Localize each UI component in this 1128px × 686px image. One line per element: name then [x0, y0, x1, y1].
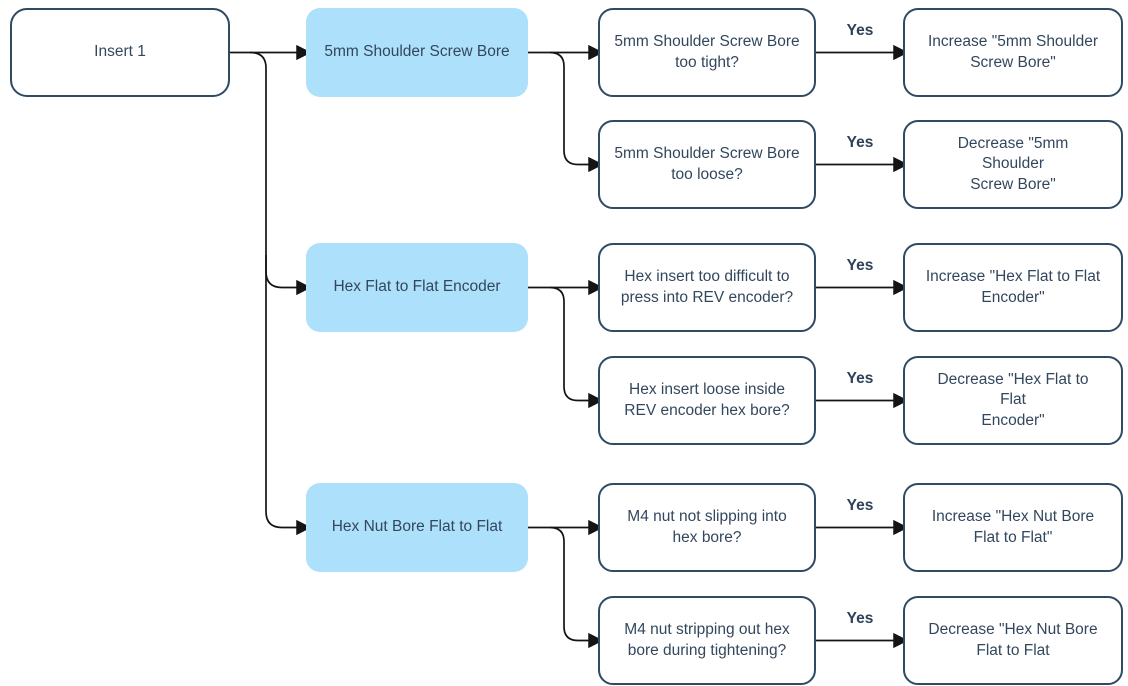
action-node-2-1: Increase "Hex Flat to Flat Encoder": [903, 243, 1123, 332]
question-node-1-2: 5mm Shoulder Screw Bore too loose?: [598, 120, 816, 209]
question-node-3-1: M4 nut not slipping into hex bore?: [598, 483, 816, 572]
connector-branch2-q2: [549, 286, 604, 409]
branch-node-hex-flat-to-flat-encoder: Hex Flat to Flat Encoder: [306, 243, 528, 332]
action-node-2-2: Decrease "Hex Flat to Flat Encoder": [903, 356, 1123, 445]
yes-label-2-1: Yes: [846, 257, 874, 274]
connector-branch3-q2: [549, 526, 604, 649]
root-node: Insert 1: [10, 8, 230, 97]
question-node-2-2: Hex insert loose inside REV encoder hex …: [598, 356, 816, 445]
branch-node-hex-nut-bore-flat-to-flat: Hex Nut Bore Flat to Flat: [306, 483, 528, 572]
action-node-1-2: Decrease "5mm Shoulder Screw Bore": [903, 120, 1123, 209]
yes-label-3-2: Yes: [846, 610, 874, 627]
connector-branch1-q2: [549, 51, 604, 173]
question-node-3-2: M4 nut stripping out hex bore during tig…: [598, 596, 816, 685]
action-node-3-1: Increase "Hex Nut Bore Flat to Flat": [903, 483, 1123, 572]
yes-label-1-2: Yes: [846, 134, 874, 151]
question-node-2-1: Hex insert too difficult to press into R…: [598, 243, 816, 332]
yes-label-2-2: Yes: [846, 370, 874, 387]
yes-label-3-1: Yes: [846, 497, 874, 514]
connector-root-branch3: [249, 51, 312, 536]
connector-root-branch2: [265, 255, 312, 296]
yes-label-1-1: Yes: [846, 22, 874, 39]
action-node-1-1: Increase "5mm Shoulder Screw Bore": [903, 8, 1123, 97]
branch-node-5mm-shoulder-screw-bore: 5mm Shoulder Screw Bore: [306, 8, 528, 97]
action-node-3-2: Decrease "Hex Nut Bore Flat to Flat: [903, 596, 1123, 685]
question-node-1-1: 5mm Shoulder Screw Bore too tight?: [598, 8, 816, 97]
